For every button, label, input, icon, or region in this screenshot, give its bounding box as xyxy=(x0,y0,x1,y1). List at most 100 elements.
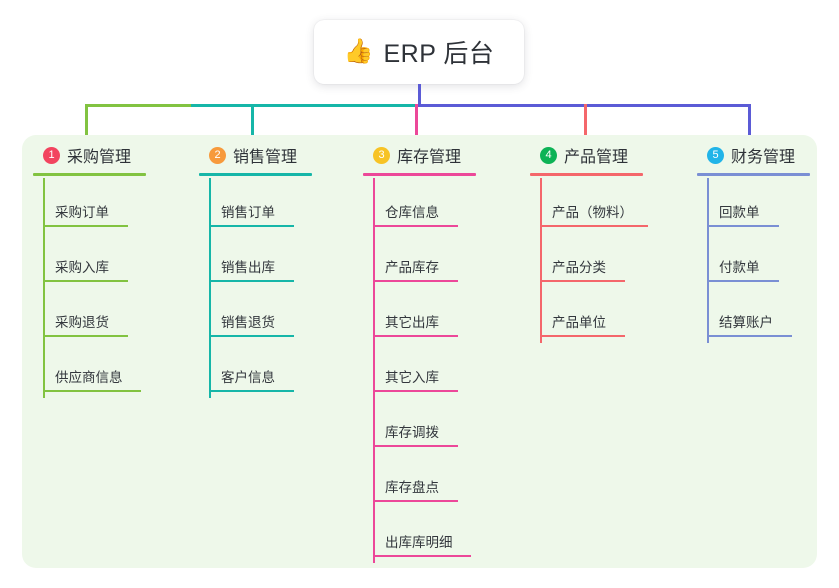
leaf-item-underline xyxy=(373,500,458,502)
leaf-item-underline xyxy=(209,335,294,337)
leaf-item-underline xyxy=(707,280,779,282)
leaf-item[interactable]: 出库库明细 xyxy=(363,506,476,561)
branch-number-badge-finance: 5 xyxy=(707,146,724,164)
root-node-erp-backend[interactable]: 👍 ERP 后台 xyxy=(314,20,524,84)
leaf-item-label: 库存盘点 xyxy=(385,480,439,495)
branch-title-purchase: 采购管理 xyxy=(67,149,132,166)
branch-number-badge-product: 4 xyxy=(540,146,557,164)
leaf-item[interactable]: 采购订单 xyxy=(33,176,146,231)
branch-spine-purchase xyxy=(43,178,45,398)
root-stem-connector xyxy=(418,84,421,106)
thumbs-up-icon: 👍 xyxy=(343,38,374,65)
leaf-item-label: 客户信息 xyxy=(221,370,275,385)
branch-spine-inventory xyxy=(373,178,375,563)
leaf-item-label: 采购退货 xyxy=(55,315,109,330)
branch-number-badge-inventory: 3 xyxy=(373,146,390,164)
branch-column-purchase: 1 采购管理采购订单采购入库采购退货供应商信息 xyxy=(33,142,146,398)
branch-title-inventory: 库存管理 xyxy=(397,149,462,166)
branch-bar-green xyxy=(85,104,191,107)
branch-underline-sales xyxy=(199,173,312,176)
leaf-item-label: 产品单位 xyxy=(552,315,606,330)
leaf-item-underline xyxy=(373,555,471,557)
branch-number-badge-purchase: 1 xyxy=(43,146,60,164)
leaf-item[interactable]: 采购退货 xyxy=(33,286,146,341)
leaf-item-underline xyxy=(540,335,625,337)
branch-column-finance: 5 财务管理回款单付款单结算账户 xyxy=(697,142,810,343)
leaf-item-underline xyxy=(373,335,458,337)
branch-column-product: 4 产品管理产品（物料） 产品分类产品单位 xyxy=(530,142,648,343)
leaf-item[interactable]: 产品库存 xyxy=(363,231,476,286)
leaf-item-underline xyxy=(43,280,128,282)
leaf-item-underline xyxy=(707,225,779,227)
leaf-item-label: 销售退货 xyxy=(221,315,275,330)
leaf-item[interactable]: 库存盘点 xyxy=(363,451,476,506)
branch-title-finance: 财务管理 xyxy=(731,149,796,166)
leaf-item-label: 库存调拨 xyxy=(385,425,439,440)
branch-spine-sales xyxy=(209,178,211,398)
leaf-item-label: 销售出库 xyxy=(221,260,275,275)
leaf-item[interactable]: 客户信息 xyxy=(199,341,312,396)
branch-bar-teal xyxy=(191,104,415,107)
leaf-item-label: 其它入库 xyxy=(385,370,439,385)
leaf-item-label: 采购订单 xyxy=(55,205,109,220)
leaf-item-underline xyxy=(373,445,458,447)
branch-column-sales: 2 销售管理销售订单销售出库销售退货客户信息 xyxy=(199,142,312,398)
leaf-item-underline xyxy=(209,280,294,282)
branches-panel xyxy=(22,135,817,568)
branch-spine-product xyxy=(540,178,542,343)
leaf-item[interactable]: 付款单 xyxy=(697,231,810,286)
branch-header-product[interactable]: 4 产品管理 xyxy=(530,142,643,168)
branch-header-sales[interactable]: 2 销售管理 xyxy=(199,142,312,168)
leaf-item[interactable]: 销售退货 xyxy=(199,286,312,341)
leaf-item-label: 结算账户 xyxy=(719,315,773,330)
drop-finance xyxy=(748,104,751,137)
leaf-item-label: 销售订单 xyxy=(221,205,275,220)
leaf-item-underline xyxy=(43,225,128,227)
leaf-item-underline xyxy=(373,225,458,227)
leaf-item-underline xyxy=(373,390,458,392)
drop-inventory xyxy=(415,104,418,137)
leaf-item-label: 出库库明细 xyxy=(385,535,453,550)
leaf-item-label: 其它出库 xyxy=(385,315,439,330)
branch-title-product: 产品管理 xyxy=(564,149,629,166)
leaf-item-label: 产品库存 xyxy=(385,260,439,275)
leaf-item[interactable]: 回款单 xyxy=(697,176,810,231)
leaf-item[interactable]: 库存调拨 xyxy=(363,396,476,451)
drop-purchase xyxy=(85,104,88,137)
leaf-item-underline xyxy=(43,390,141,392)
leaf-item-underline xyxy=(43,335,128,337)
leaf-item[interactable]: 采购入库 xyxy=(33,231,146,286)
branch-spine-finance xyxy=(707,178,709,343)
leaf-item[interactable]: 产品单位 xyxy=(530,286,643,341)
leaf-item-underline xyxy=(707,335,792,337)
leaf-item-label: 付款单 xyxy=(719,260,760,275)
leaf-item-label: 回款单 xyxy=(719,205,760,220)
branch-underline-inventory xyxy=(363,173,476,176)
leaf-item[interactable]: 销售订单 xyxy=(199,176,312,231)
drop-sales xyxy=(251,104,254,137)
leaf-item-underline xyxy=(209,225,294,227)
branch-underline-finance xyxy=(697,173,810,176)
drop-product xyxy=(584,104,587,137)
branch-number-badge-sales: 2 xyxy=(209,146,226,164)
branch-title-sales: 销售管理 xyxy=(233,149,298,166)
leaf-item[interactable]: 产品分类 xyxy=(530,231,643,286)
branch-header-finance[interactable]: 5 财务管理 xyxy=(697,142,810,168)
leaf-item-underline xyxy=(373,280,458,282)
branch-header-purchase[interactable]: 1 采购管理 xyxy=(33,142,146,168)
leaf-item[interactable]: 结算账户 xyxy=(697,286,810,341)
leaf-item[interactable]: 其它出库 xyxy=(363,286,476,341)
leaf-item-label: 产品分类 xyxy=(552,260,606,275)
branch-bar-purple xyxy=(415,104,750,107)
branch-header-inventory[interactable]: 3 库存管理 xyxy=(363,142,476,168)
leaf-item-underline xyxy=(209,390,294,392)
leaf-item[interactable]: 其它入库 xyxy=(363,341,476,396)
leaf-item-label: 产品（物料） xyxy=(552,205,633,220)
leaf-item[interactable]: 产品（物料） xyxy=(530,176,648,231)
branch-column-inventory: 3 库存管理仓库信息产品库存其它出库其它入库库存调拨库存盘点出库库明细 xyxy=(363,142,476,563)
leaf-item[interactable]: 仓库信息 xyxy=(363,176,476,231)
branch-underline-product xyxy=(530,173,643,176)
leaf-item-underline xyxy=(540,225,648,227)
leaf-item[interactable]: 销售出库 xyxy=(199,231,312,286)
leaf-item[interactable]: 供应商信息 xyxy=(33,341,146,396)
